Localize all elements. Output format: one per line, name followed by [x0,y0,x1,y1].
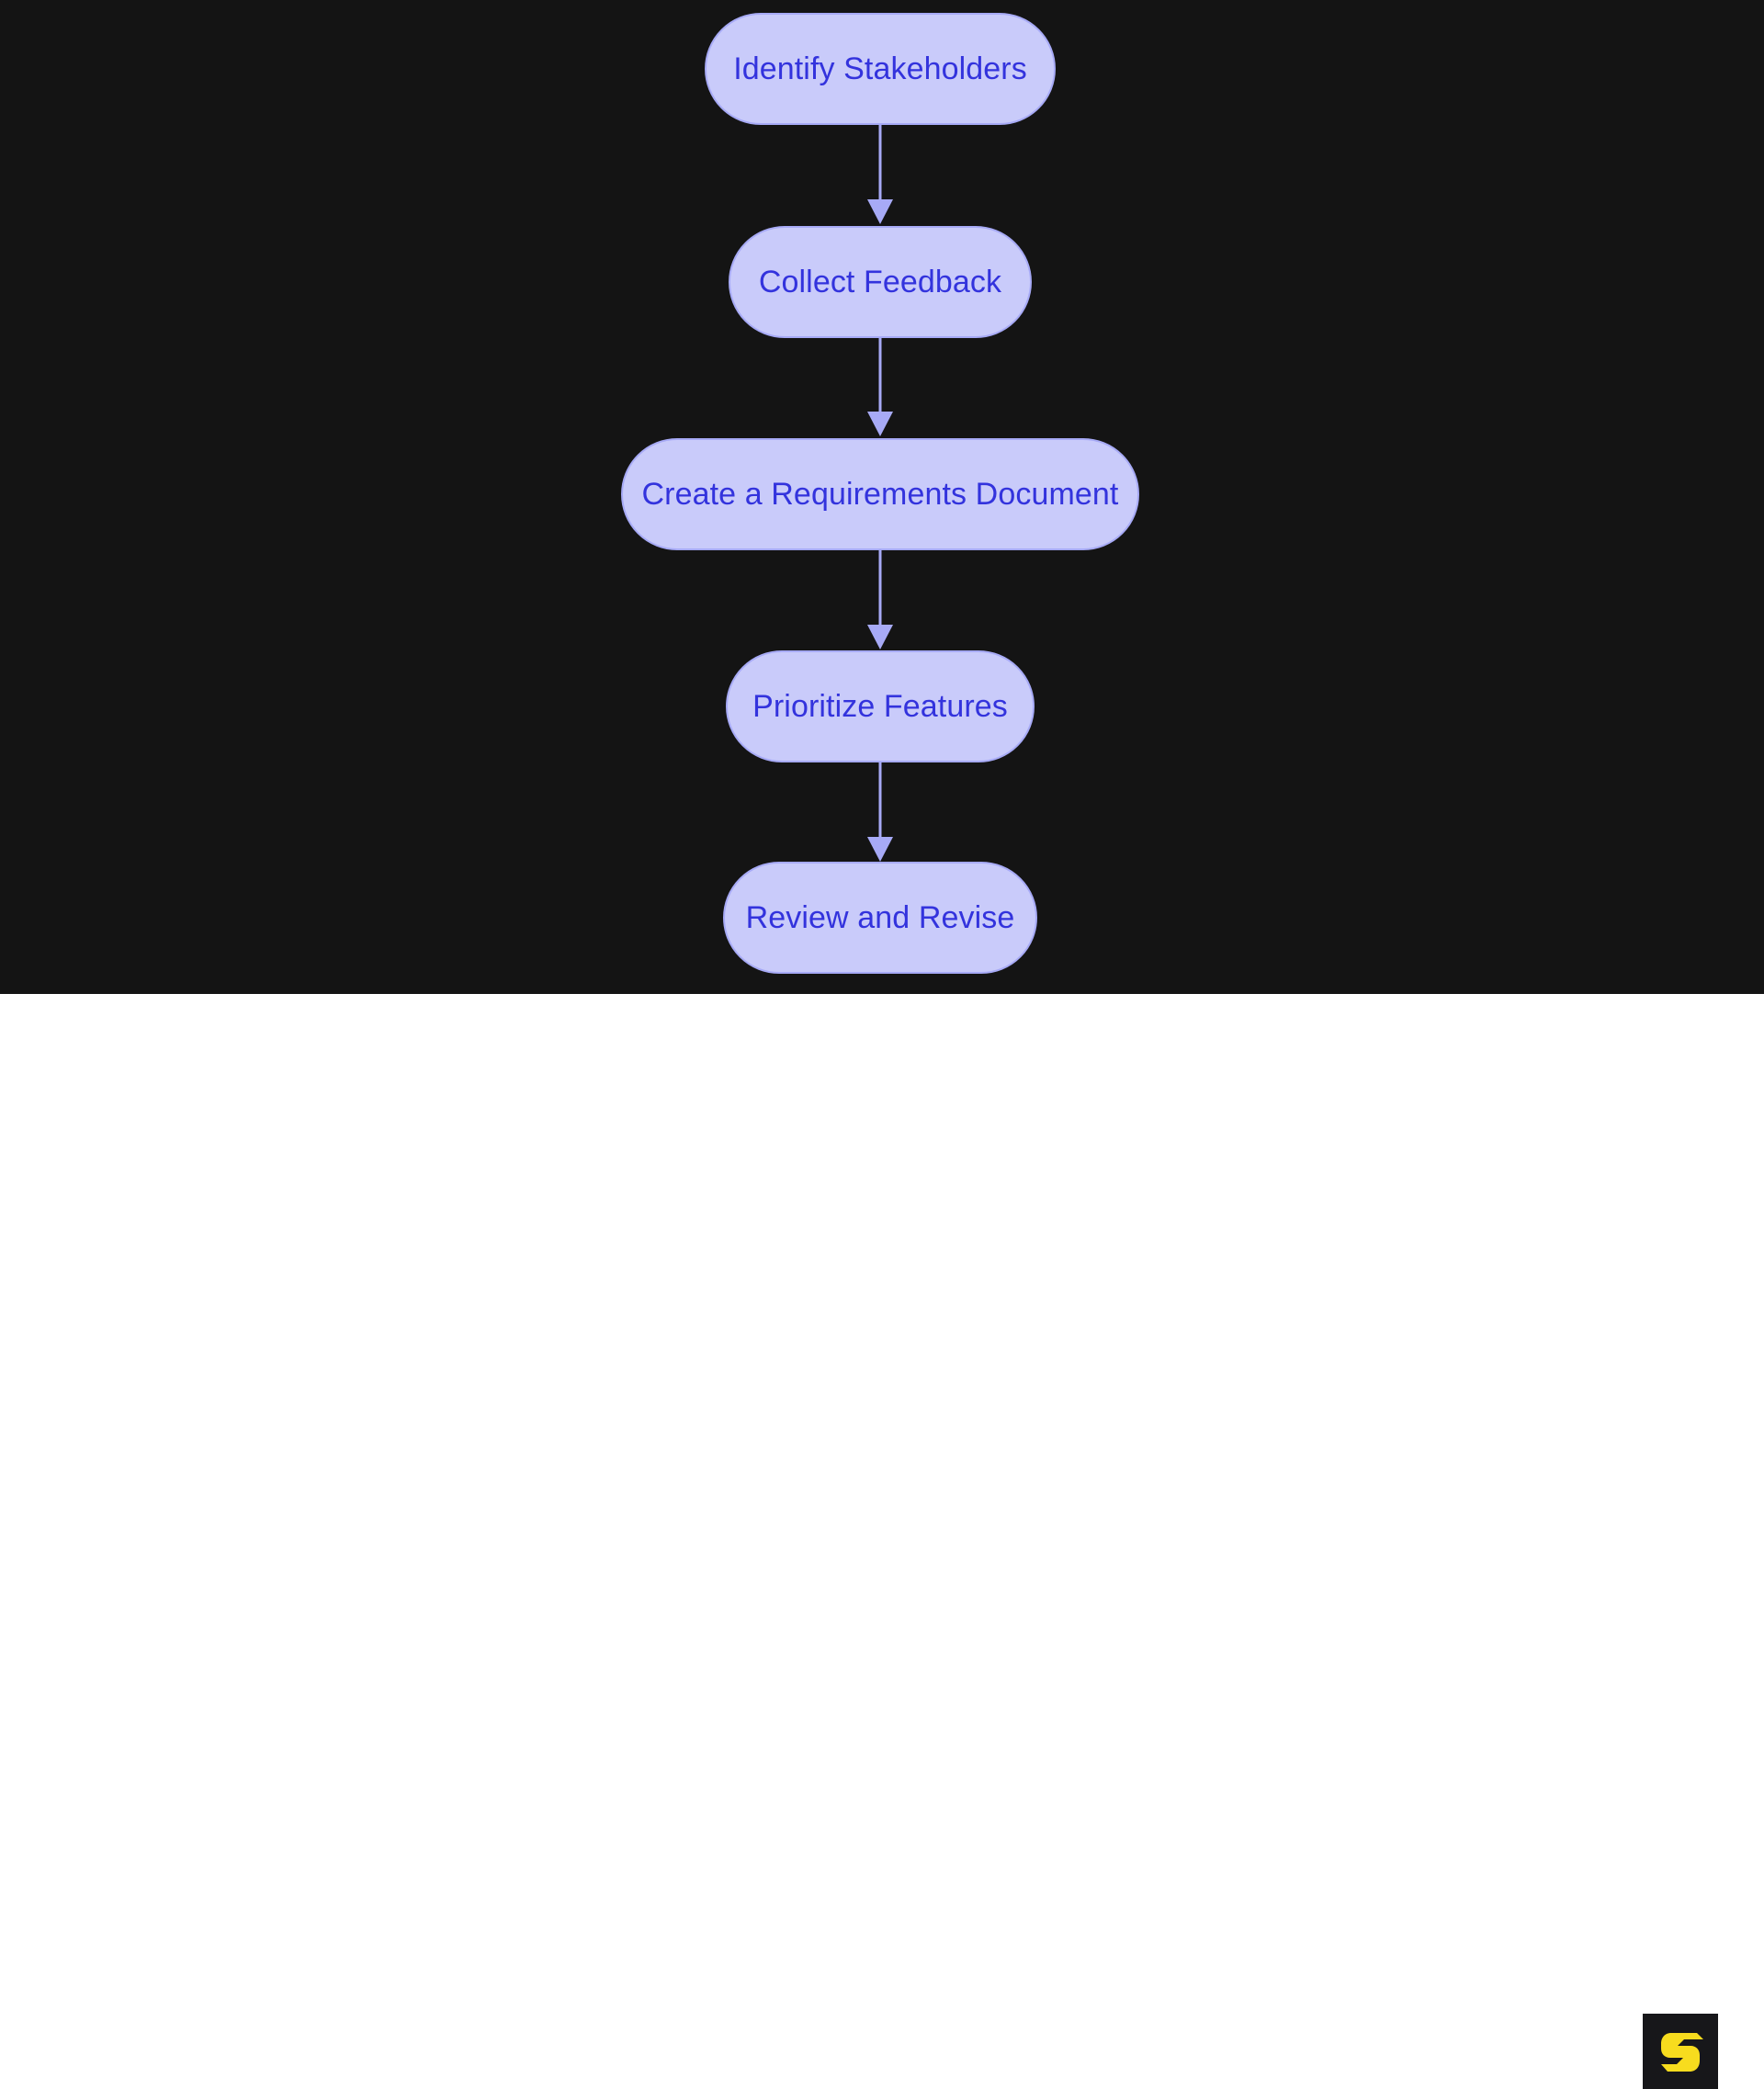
flow-node-label: Collect Feedback [758,265,1002,299]
diagram-canvas: Identify Stakeholders Collect Feedback [0,0,1764,994]
s-logo-mark [1661,2033,1703,2072]
flow-node-label: Review and Revise [745,900,1015,935]
flow-edge-n2-n3 [867,338,893,436]
flow-node-prioritize-features[interactable]: Prioritize Features [726,650,1035,762]
flow-node-label: Identify Stakeholders [733,51,1027,86]
flow-edge-n1-n2 [867,125,893,224]
flow-node-label: Prioritize Features [752,689,1008,724]
flowchart-container: Identify Stakeholders Collect Feedback [0,0,1764,994]
flow-node-identify-stakeholders[interactable]: Identify Stakeholders [705,13,1056,125]
flow-edge-n3-n4 [867,550,893,649]
flow-node-review-and-revise[interactable]: Review and Revise [723,862,1037,974]
flow-node-collect-feedback[interactable]: Collect Feedback [729,226,1032,338]
s-logo-icon[interactable] [1643,2014,1718,2089]
flow-node-create-a-requirements-document[interactable]: Create a Requirements Document [621,438,1139,550]
footer-bar [0,994,1764,2089]
flow-edge-n4-n5 [867,762,893,862]
flow-node-label: Create a Requirements Document [641,477,1119,512]
